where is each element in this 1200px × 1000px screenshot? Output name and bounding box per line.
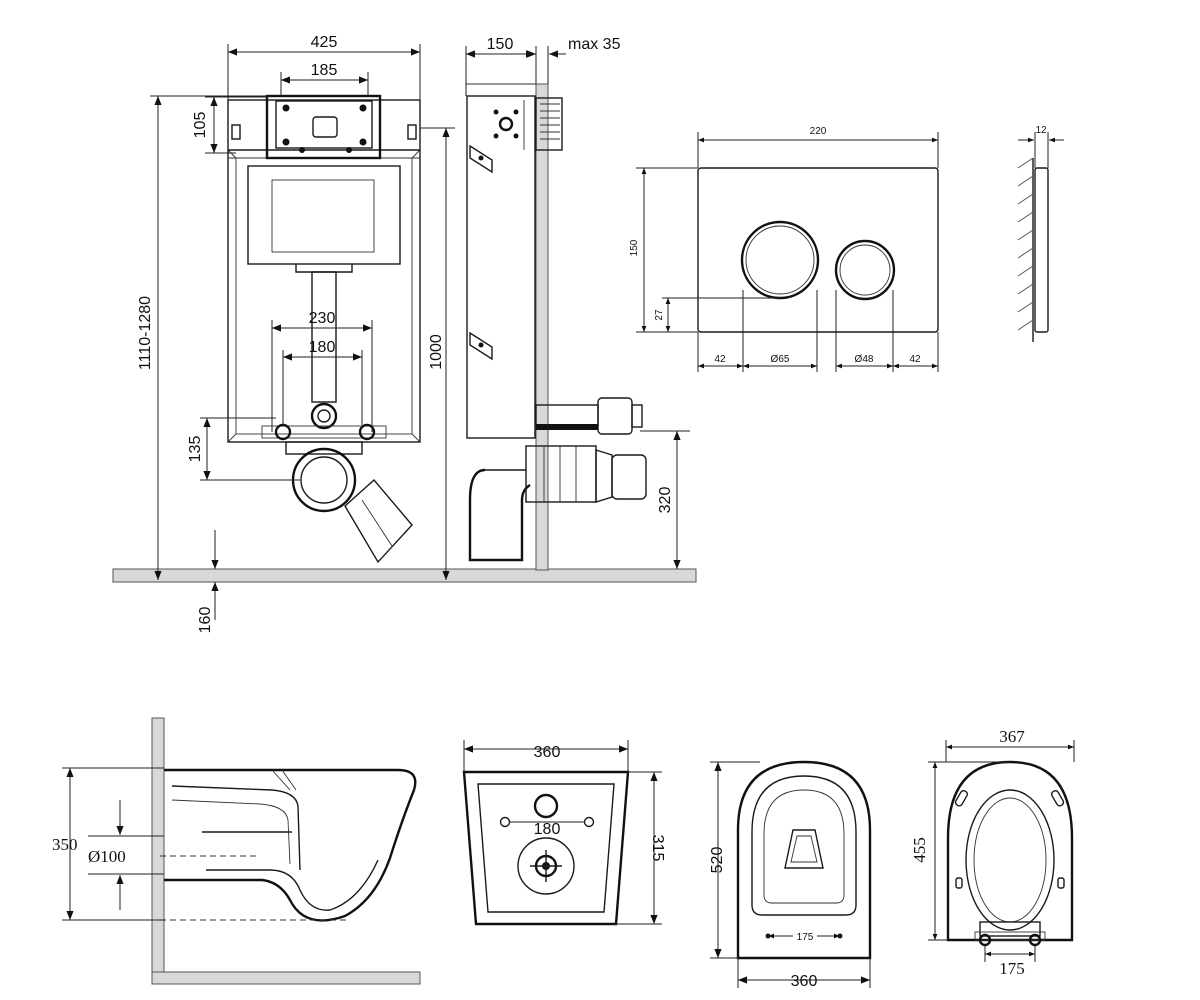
dim-button-small: Ø48 (855, 354, 874, 365)
seat-hinge (979, 921, 1041, 937)
dim-outlet-inner: 180 (309, 339, 336, 356)
dim-plate-margin-right: 42 (909, 354, 921, 365)
dim-top-height: 105 (192, 112, 209, 139)
frame-side-view: 150 max 35 320 (465, 36, 690, 571)
seat-outline (946, 760, 1074, 942)
dim-rear-width: 360 (534, 744, 561, 761)
dim-plate-height: 150 (629, 239, 640, 256)
floor-slab (112, 568, 697, 583)
dim-outlet-outer: 230 (309, 310, 336, 327)
dim-frame-width: 425 (311, 34, 338, 51)
flush-pipe (311, 271, 337, 403)
dim-pipe-height: 320 (657, 487, 674, 514)
dim-bowl-width: 360 (791, 973, 818, 990)
plate-thickness-profile (1034, 167, 1049, 333)
dim-bowl-hole-spacing: 175 (797, 932, 814, 943)
dim-hinge-spacing: 175 (999, 959, 1025, 978)
bowl-wall (151, 717, 165, 985)
flush-plate-outline (697, 167, 939, 333)
flush-button-small (834, 239, 896, 301)
dim-seat-length: 455 (910, 837, 929, 863)
side-frame-outline (466, 95, 536, 439)
frame-outline (227, 99, 421, 443)
fixing-bolt-left (274, 423, 292, 441)
cistern (247, 165, 401, 265)
dim-side-depth: 150 (487, 36, 514, 53)
bowl-rear-view: 360 180 315 (462, 740, 666, 926)
dim-inner-height: 1000 (428, 334, 445, 370)
control-panel (265, 94, 382, 160)
frame-front-view: 425 185 105 1110-1280 1000 230 180 135 (112, 34, 697, 634)
dim-plate-width: 220 (810, 126, 827, 137)
bowl-top-outline (736, 760, 872, 960)
wall-section (535, 83, 549, 571)
bowl-side-outline (164, 768, 417, 922)
dim-outlet-height: 135 (187, 436, 204, 463)
dim-mount-spacing: 180 (534, 821, 561, 838)
rear-outlet (517, 837, 575, 895)
dim-side-max: max 35 (568, 36, 621, 53)
dim-floor-offset: 160 (197, 607, 214, 634)
flush-plate-view: 220 150 27 42 Ø65 Ø48 42 (629, 126, 939, 372)
dim-rear-depth: 315 (649, 835, 666, 862)
dim-bowl-height: 350 (52, 835, 78, 854)
bowl-drain (784, 829, 824, 869)
dim-total-height: 1110-1280 (137, 296, 154, 370)
dim-plate-thickness: 12 (1035, 125, 1047, 136)
dim-plate-margin-left: 42 (714, 354, 726, 365)
flush-plate-side-view: 12 (1017, 125, 1064, 342)
dim-seat-width: 367 (999, 727, 1025, 746)
seat-top-view: 367 455 175 (910, 727, 1075, 978)
dim-pipe-diameter: Ø100 (88, 847, 126, 866)
bowl-side-view: 350 Ø100 (52, 717, 421, 985)
flush-button-large (740, 220, 820, 300)
bowl-top-view: 175 520 360 (709, 760, 872, 990)
dim-button-large: Ø65 (771, 354, 790, 365)
outlet-pipe (291, 447, 357, 513)
dim-bowl-length: 520 (709, 847, 726, 874)
dim-button-offset: 27 (654, 309, 665, 321)
dim-panel-width: 185 (311, 62, 338, 79)
fixing-bolt-right (358, 423, 376, 441)
